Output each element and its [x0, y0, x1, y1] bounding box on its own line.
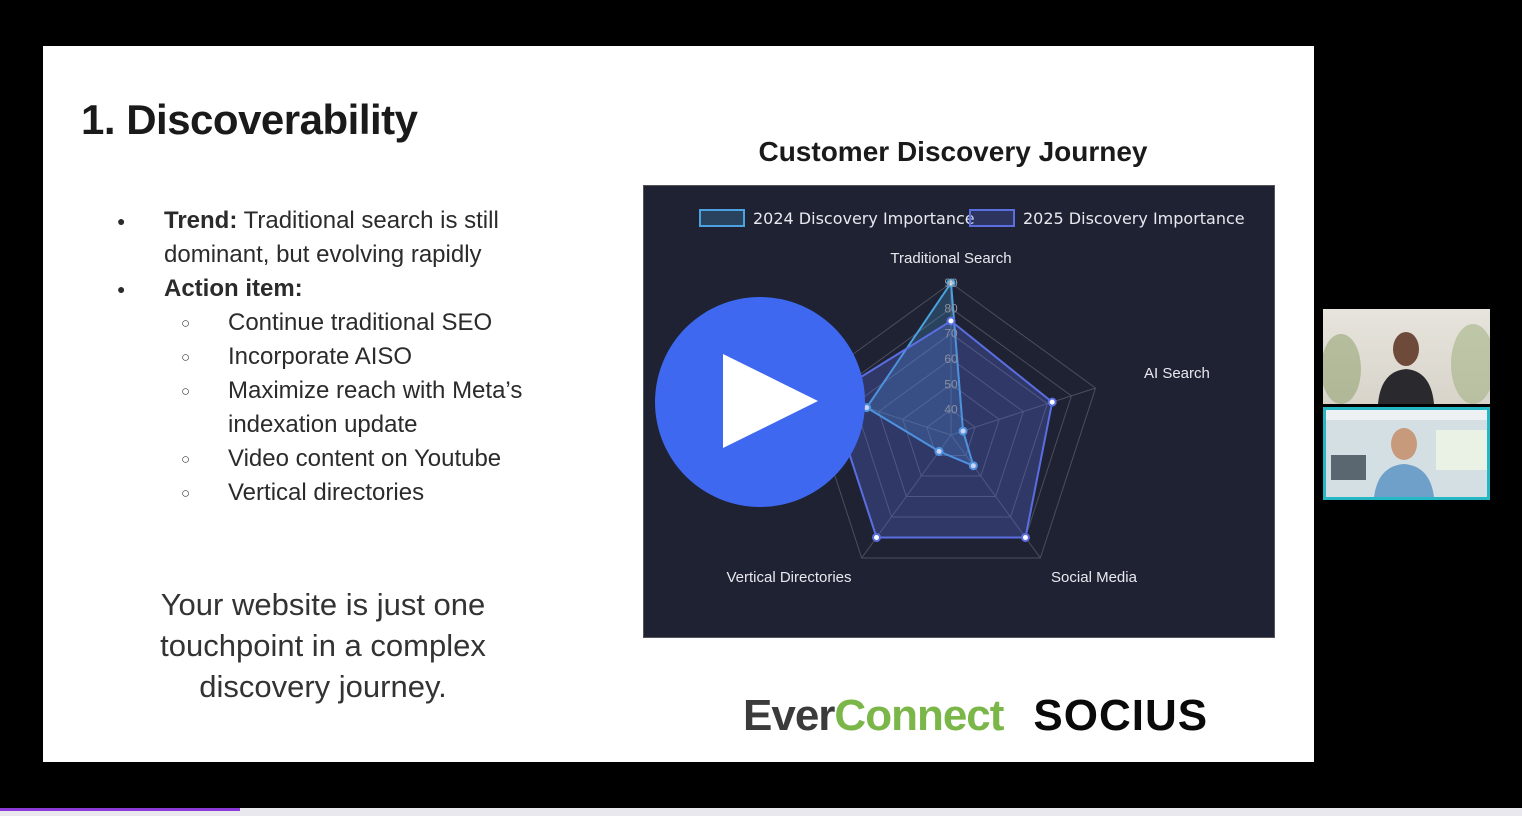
data-point [946, 278, 956, 288]
data-point [958, 426, 968, 436]
person-icon [1323, 324, 1490, 404]
data-point [872, 532, 882, 542]
progress-fill [0, 808, 240, 811]
data-point [1020, 532, 1030, 542]
participant-video-1[interactable] [1323, 309, 1490, 404]
category-label: Vertical Directories [726, 569, 851, 586]
logo-bar: EverConnect SOCIUS [743, 691, 1208, 741]
category-label: Social Media [1051, 569, 1138, 586]
category-label: Traditional Search [890, 250, 1011, 267]
bullet-trend: Trend: Traditional search is still domin… [117, 204, 591, 272]
legend-label: 2024 Discovery Importance [753, 209, 975, 228]
everconnect-logo: EverConnect [743, 691, 1004, 740]
participant-video-2[interactable] [1323, 407, 1490, 500]
legend-swatch [969, 209, 1015, 227]
tick-label: 50 [944, 377, 958, 391]
data-point [968, 461, 978, 471]
trend-text: Traditional search is still dominant, bu… [164, 207, 499, 268]
progress-bar[interactable] [0, 808, 1522, 816]
bullet-action: Action item: [117, 272, 591, 306]
person-icon [1326, 410, 1487, 497]
series-area [865, 280, 975, 468]
slide: 1. Discoverability Trend: Traditional se… [43, 46, 1314, 762]
action-label: Action item: [164, 275, 303, 302]
radar-svg: 40 50 60 70 80 90 Traditional Search AI SearchS… [695, 209, 1245, 586]
grid-ring [902, 383, 1000, 477]
play-icon[interactable] [723, 354, 818, 448]
data-point [934, 446, 944, 456]
sub-item: Continue traditional SEO [121, 306, 591, 341]
sub-item: Video content on Youtube [121, 442, 591, 477]
bullet-list: Trend: Traditional search is still domin… [117, 204, 591, 511]
grid-ring [878, 358, 1024, 497]
sub-item: Incorporate AISO [121, 340, 591, 375]
tick-label: 70 [944, 327, 958, 341]
category-label: AI Search [1144, 365, 1210, 382]
tagline: Your website is just one touchpoint in a… [160, 587, 486, 704]
legend-label: 2025 Discovery Importance [1023, 209, 1245, 228]
data-point [1047, 397, 1057, 407]
tick-label: 40 [944, 403, 958, 417]
sub-item: Vertical directories [121, 476, 591, 511]
slide-title: 1. Discoverability [81, 96, 418, 143]
chart-title: Customer Discovery Journey [758, 136, 1148, 167]
legend-swatch [699, 209, 745, 227]
data-point [946, 316, 956, 326]
grid-ring [854, 333, 1048, 518]
sub-item: Maximize reach with Meta’s indexation up… [121, 374, 591, 442]
tick-label: 80 [944, 301, 958, 315]
grid-spoke [950, 387, 1096, 436]
series-area [829, 319, 1054, 539]
socius-logo: SOCIUS [1033, 691, 1209, 740]
tick-label: 90 [944, 276, 958, 290]
tick-label: 60 [944, 352, 958, 366]
trend-label: Trend: [164, 207, 238, 234]
